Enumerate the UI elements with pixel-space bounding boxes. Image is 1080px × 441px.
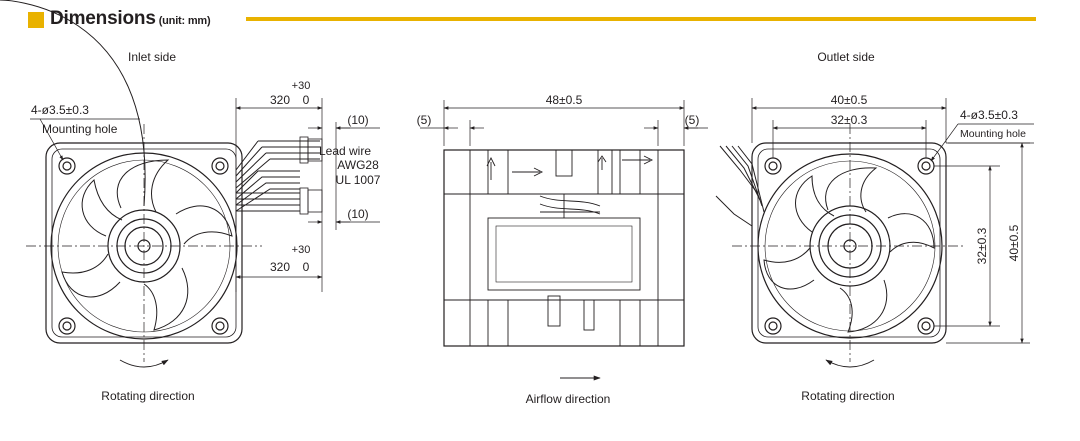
side-body-details: [444, 149, 684, 347]
section-header: Dimensions(unit: mm): [0, 0, 1080, 40]
outlet-lead-wires: [715, 145, 765, 227]
lead-length-bottom: 320: [270, 260, 290, 274]
outlet-hole-label: Mounting hole: [960, 128, 1026, 140]
outlet-side-view: Outlet side: [715, 50, 1034, 403]
outlet-frame-height: 40±0.5: [1007, 224, 1021, 261]
header-rule: [246, 17, 1036, 21]
inlet-caption: Inlet side: [128, 50, 176, 64]
outlet-hole-pitch-vertical: 32±0.3: [975, 227, 989, 264]
outlet-hole-callout-text: 4-ø3.5±0.3: [960, 108, 1018, 122]
inlet-rotation-caption: Rotating direction: [101, 389, 194, 403]
header-marker-square: [28, 12, 44, 28]
lead-length-tol-low-top: 0: [303, 93, 310, 107]
inlet-mounting-holes: [58, 157, 229, 335]
outlet-frame-width: 40±0.5: [831, 93, 868, 107]
outlet-fan-frame: [751, 142, 947, 344]
unit-note: (unit: mm): [158, 15, 211, 27]
outlet-fan-blades: [763, 167, 935, 333]
side-view: 48±0.5 (5) (5) Airflow direction: [417, 93, 708, 406]
inlet-hole-callout: [30, 118, 140, 161]
outlet-rotation-arrow: [825, 359, 875, 368]
side-offset-right: (5): [685, 113, 700, 127]
outlet-hole-pitch: 32±0.3: [831, 113, 868, 127]
side-dimension-lines: [420, 100, 708, 381]
section-title: Dimensions(unit: mm): [50, 8, 211, 30]
strip-length-top: (10): [347, 113, 368, 127]
side-dimension-texts: 48±0.5 (5) (5) Airflow direction: [417, 93, 700, 406]
outlet-rotation-caption: Rotating direction: [801, 389, 894, 403]
inlet-hole-callout-text: 4-ø3.5±0.3: [31, 103, 89, 117]
inlet-side-view: Inlet side: [0, 0, 381, 403]
inlet-dimension-lines: [235, 98, 380, 292]
outlet-centerlines: [732, 124, 966, 362]
strip-length-bottom: (10): [347, 207, 368, 221]
title-text: Dimensions: [50, 8, 156, 29]
inlet-centerlines: [26, 124, 262, 362]
outlet-dimension-lines: [751, 98, 1034, 344]
side-depth-dim: 48±0.5: [546, 93, 583, 107]
wire-standard-label: UL 1007: [336, 173, 381, 187]
side-body-outline: [443, 149, 685, 347]
lead-length-top: 320: [270, 93, 290, 107]
outlet-frame-inner-edge: [757, 148, 941, 338]
lead-length-tol-bottom: +30: [292, 244, 311, 256]
side-flow-symbols: [486, 155, 654, 180]
outlet-dimension-texts: 40±0.5 32±0.3 4-ø3.5±0.3 Mounting hole 3…: [831, 93, 1026, 264]
inlet-rotation-arrow: [119, 359, 169, 368]
lead-length-tol-low-bottom: 0: [303, 260, 310, 274]
airflow-caption: Airflow direction: [526, 392, 611, 406]
outlet-caption: Outlet side: [817, 50, 875, 64]
inlet-fan-blades: [0, 0, 233, 331]
wire-gauge-label: AWG28: [337, 158, 379, 172]
side-offset-left: (5): [417, 113, 432, 127]
lead-length-tol-top: +30: [292, 80, 311, 92]
lead-wire-label: Lead wire: [319, 144, 371, 158]
inlet-dimension-texts: +30 320 0 (10) (10) +30 320 0 Lead wire …: [270, 80, 381, 274]
inlet-lead-wires: [235, 140, 320, 212]
inlet-hole-label: Mounting hole: [42, 122, 118, 136]
